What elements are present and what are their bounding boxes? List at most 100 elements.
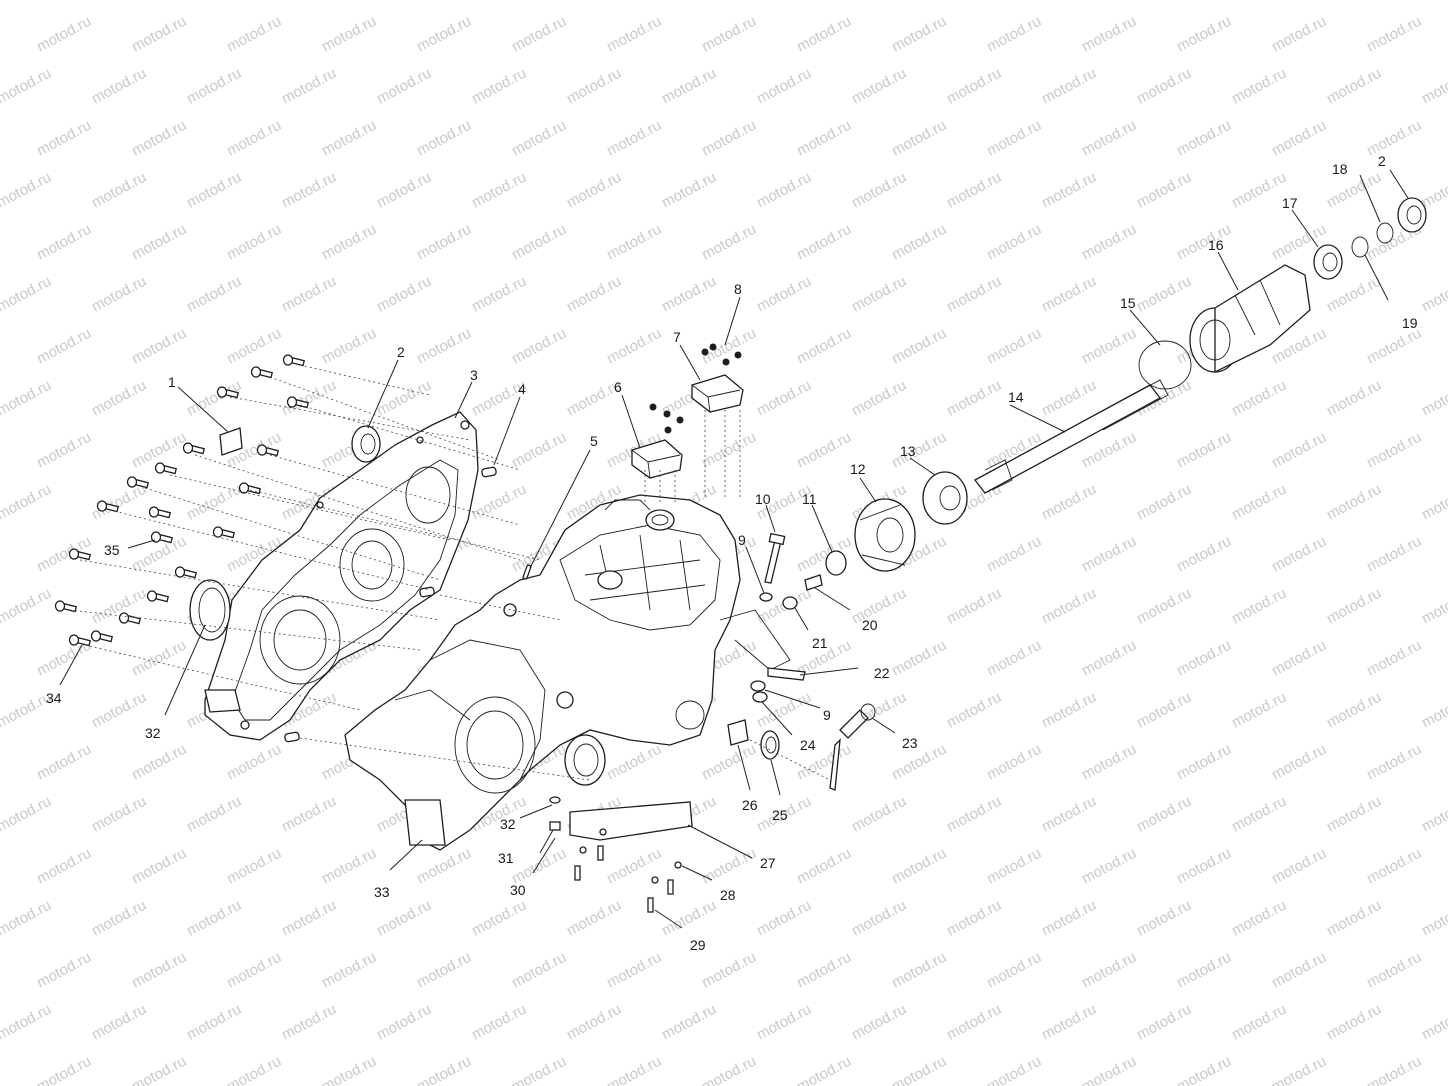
alignment-lines [69,364,831,781]
callout-20: 20 [862,617,878,633]
watermark-text: motod.ru [604,1053,664,1086]
watermark-text: motod.ru [469,65,529,108]
watermark-text: motod.ru [1419,585,1448,628]
bolt-icon [154,462,178,475]
watermark-text: motod.ru [1364,741,1424,784]
watermark-text: motod.ru [1419,0,1448,4]
watermark-text: motod.ru [889,845,949,888]
callout-29: 29 [690,937,706,953]
small-screws [649,343,742,434]
watermark-text: motod.ru [1039,169,1099,212]
watermark-text: motod.ru [1079,741,1139,784]
watermark-text: motod.ru [224,13,284,56]
watermark-text: motod.ru [1324,65,1384,108]
watermark-text: motod.ru [129,13,189,56]
seal-32-left [189,579,231,641]
tag-plate [219,427,243,456]
watermark-text: motod.ru [1174,429,1234,472]
watermark-text: motod.ru [944,65,1004,108]
watermark-text: motod.ru [1364,637,1424,680]
watermark-text: motod.ru [1174,117,1234,160]
o-ring-15 [1138,340,1192,390]
watermark-text: motod.ru [889,1053,949,1086]
bolt-icon [216,386,240,399]
bolt-icon [68,634,92,647]
watermark-text: motod.ru [1269,1053,1329,1086]
watermark-text: motod.ru [279,65,339,108]
watermark-text: motod.ru [1229,1001,1289,1044]
watermark-text: motod.ru [414,1053,474,1086]
callout-7: 7 [673,329,681,345]
watermark-text: motod.ru [319,221,379,264]
watermark-text: motod.ru [509,117,569,160]
watermark-text: motod.ru [1419,377,1448,420]
bracket-7 [691,374,744,413]
watermark-text: motod.ru [129,637,189,680]
watermark-text: motod.ru [509,1053,569,1086]
leader-lines [59,169,1409,929]
watermark-text: motod.ru [1039,793,1099,836]
bolt-icon [126,476,150,489]
watermark-text: motod.ru [414,13,474,56]
watermark-text: motod.ru [699,741,759,784]
watermark-text: motod.ru [564,273,624,316]
bolt-icon [96,500,120,513]
watermark-text: motod.ru [89,793,149,836]
watermark-text: motod.ru [849,793,909,836]
bolt-icon [146,590,170,603]
watermark-text: motod.ru [34,1053,94,1086]
watermark-text: motod.ru [849,377,909,420]
watermark-text: motod.ru [849,273,909,316]
watermark-text: motod.ru [1174,845,1234,888]
watermark-text: motod.ru [1079,949,1139,992]
washer-11 [825,550,847,576]
watermark-text: motod.ru [34,741,94,784]
watermark-text: motod.ru [279,273,339,316]
callout-31: 31 [498,850,514,866]
watermark-text: motod.ru [564,897,624,940]
watermark-text: motod.ru [849,169,909,212]
watermark-text: motod.ru [1039,65,1099,108]
watermark-text: motod.ru [944,689,1004,732]
watermark-text: motod.ru [794,13,854,56]
callout-13: 13 [900,443,916,459]
watermark-text: motod.ru [89,0,149,4]
watermark-text: motod.ru [1419,273,1448,316]
watermark-text: motod.ru [414,221,474,264]
watermark-text: motod.ru [1364,117,1424,160]
watermark-text: motod.ru [1229,585,1289,628]
watermark-text: motod.ru [984,117,1044,160]
watermark-text: motod.ru [1229,169,1289,212]
watermark-text: motod.ru [374,169,434,212]
watermark-text: motod.ru [1324,689,1384,732]
watermark-text: motod.ru [374,273,434,316]
callout-24: 24 [800,737,816,753]
callout-32-lower: 32 [500,816,516,832]
watermark-text: motod.ru [34,221,94,264]
bolt-icon [150,531,174,544]
callout-15: 15 [1120,295,1136,311]
watermark-text: motod.ru [849,1001,909,1044]
watermark-text: motod.ru [89,65,149,108]
callout-6: 6 [614,379,622,395]
watermark-text: motod.ru [1269,845,1329,888]
watermark-text: motod.ru [604,949,664,992]
watermark-text: motod.ru [129,845,189,888]
watermark-text: motod.ru [0,585,54,628]
watermark-text: motod.ru [469,169,529,212]
watermark-text: motod.ru [1174,949,1234,992]
watermark-text: motod.ru [1324,0,1384,4]
watermark-text: motod.ru [0,1001,54,1044]
watermark-text: motod.ru [34,13,94,56]
watermark-text: motod.ru [984,533,1044,576]
watermark-text: motod.ru [129,1053,189,1086]
watermark-text: motod.ru [469,897,529,940]
watermark-text: motod.ru [564,169,624,212]
callout-28: 28 [720,887,736,903]
watermark-text: motod.ru [1134,897,1194,940]
watermark-text: motod.ru [184,793,244,836]
drive-16 [1189,264,1311,374]
watermark-text: motod.ru [129,949,189,992]
watermark-text: motod.ru [754,0,814,4]
